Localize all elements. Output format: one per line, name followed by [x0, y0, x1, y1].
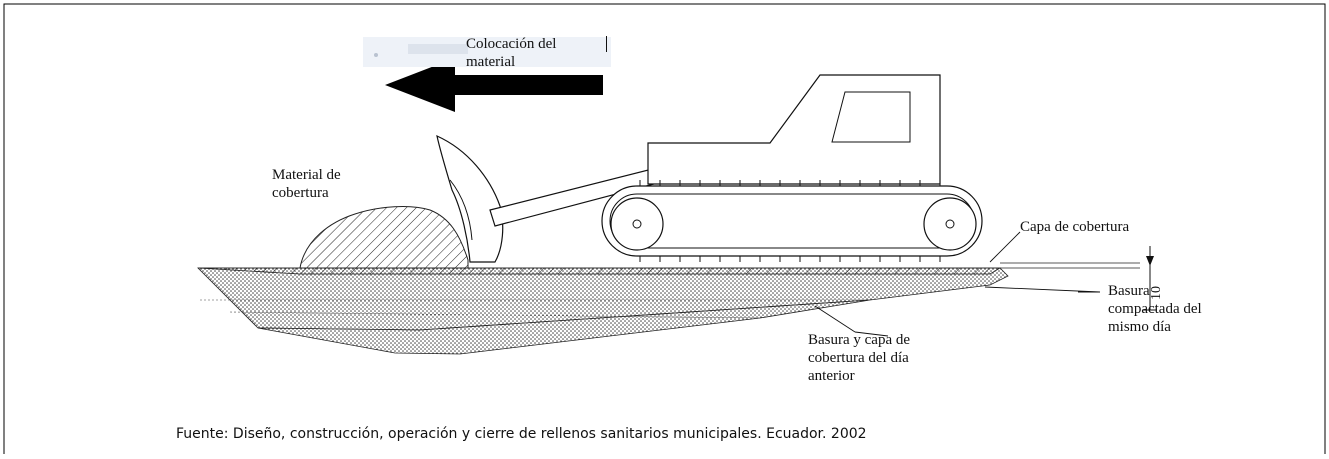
source-caption: Fuente: Diseño, construcción, operación …	[176, 426, 867, 442]
label-basura-line1: Basura	[1108, 283, 1150, 299]
label-capa-cobertura: Capa de cobertura	[1020, 219, 1130, 235]
bulldozer-cab	[647, 74, 941, 185]
label-material-line2: cobertura	[272, 185, 329, 201]
leader-lines	[814, 231, 1101, 337]
label-colocacion-line2: material	[466, 54, 516, 70]
label-colocacion-line1: Colocación del	[466, 36, 557, 52]
left-arrow-icon	[385, 58, 603, 112]
dimension-marker	[1143, 246, 1157, 311]
cover-material-pile	[299, 206, 469, 269]
label-material-line1: Material de	[272, 167, 341, 183]
label-basura-anterior: Basura y capa de cobertura del día anter…	[808, 331, 910, 385]
label-anterior-line1: Basura y capa de	[808, 332, 911, 348]
label-basura-compactada: Basura compactada del mismo día	[1108, 282, 1202, 336]
cover-layer	[197, 267, 1002, 275]
ghost-tooltip	[363, 37, 611, 67]
ghost-dot-icon	[374, 53, 378, 57]
label-anterior-line2: cobertura del día	[808, 350, 909, 366]
label-material-cobertura: Material de cobertura	[272, 166, 341, 202]
landfill-layers	[197, 262, 1140, 355]
ghost-text-bar	[408, 44, 468, 54]
frame-border	[3, 3, 1326, 459]
label-anterior-line3: anterior	[808, 368, 855, 384]
label-basura-line2: compactada del	[1108, 301, 1202, 317]
bulldozer-tracks	[601, 180, 983, 262]
label-dimension: 10	[1149, 286, 1164, 300]
bulldozer-blade	[436, 134, 504, 263]
label-basura-line3: mismo día	[1108, 319, 1171, 335]
previous-day-layer	[257, 299, 871, 355]
text-cursor	[606, 36, 607, 52]
label-colocacion: Colocación del material	[466, 35, 556, 71]
